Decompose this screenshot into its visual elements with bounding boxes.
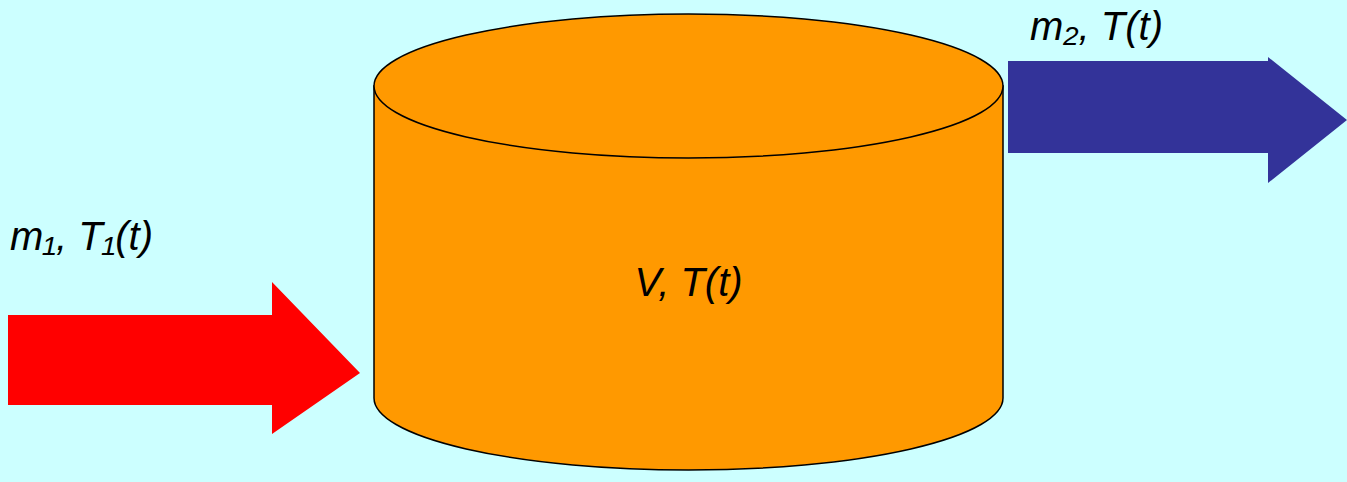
tank-cylinder: V, T(t) — [373, 12, 1004, 472]
outlet-arrow — [1008, 57, 1347, 183]
volume-label: V, T(t) — [373, 260, 1004, 305]
inlet-arrow — [8, 282, 360, 434]
outlet-label: m₂, T(t) — [1030, 4, 1163, 49]
cylinder-outline — [373, 12, 1004, 472]
inlet-label: m₁, T₁(t) — [10, 214, 153, 259]
